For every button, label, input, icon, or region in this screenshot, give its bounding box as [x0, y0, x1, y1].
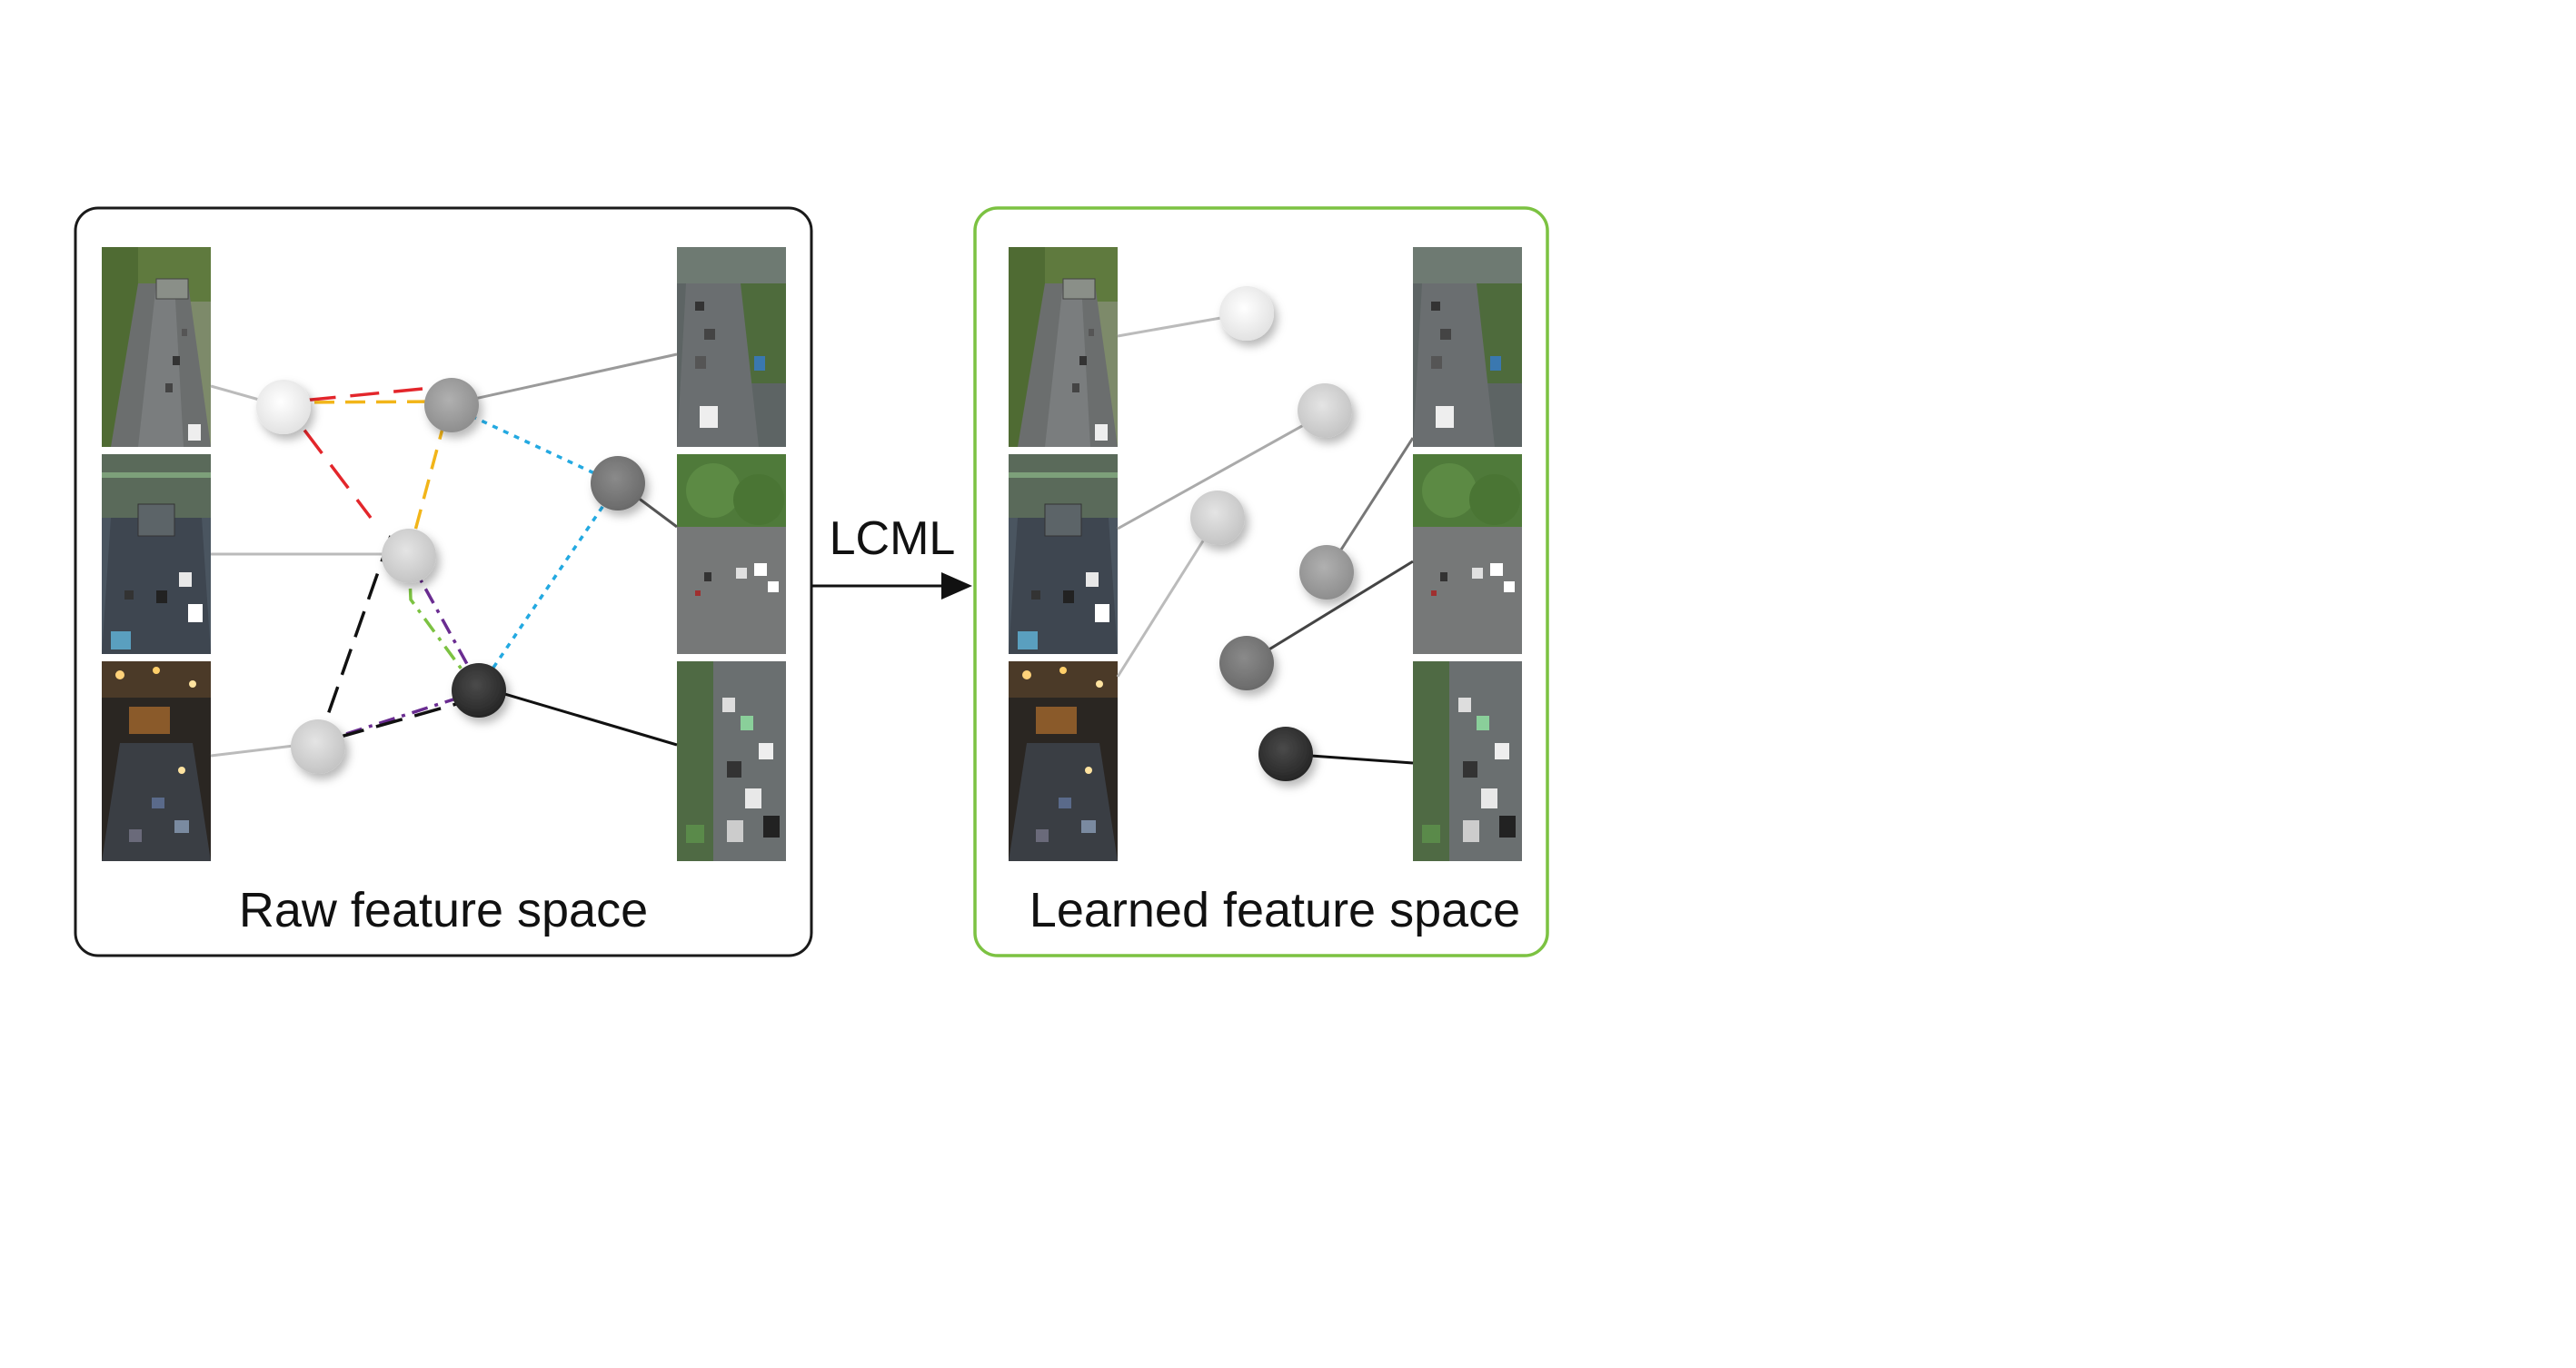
- learned-left-image-1: [1009, 247, 1118, 447]
- purple-dashdot-relation: [317, 558, 484, 745]
- learned-panel-border: [973, 206, 1549, 957]
- learned-left-image-2: [1009, 454, 1118, 654]
- raw-right-image-3: [677, 661, 786, 861]
- learned-right-image-3: [1413, 661, 1522, 861]
- learned-node-light-2: [1190, 491, 1245, 545]
- raw-node-white: [256, 380, 311, 434]
- learned-panel-title: Learned feature space: [1029, 883, 1520, 937]
- learned-right-image-2: [1413, 454, 1522, 654]
- raw-right-image-1: [677, 247, 786, 447]
- lcml-arrow: LCML: [811, 512, 972, 600]
- raw-node-black: [452, 663, 506, 718]
- yellow-dash-relation: [283, 400, 453, 555]
- learned-node-dark: [1219, 636, 1274, 690]
- learned-node-black: [1258, 727, 1313, 781]
- raw-feature-space-panel: Raw feature space: [74, 206, 813, 957]
- learned-node-light-1: [1298, 383, 1352, 438]
- raw-left-image-2: [102, 454, 211, 654]
- raw-link-right1: [449, 352, 678, 406]
- learned-node-white: [1219, 286, 1274, 341]
- learned-feature-space-panel: Learned feature space: [973, 206, 1549, 957]
- learned-link-2: [1117, 411, 1326, 530]
- raw-node-light: [382, 529, 436, 583]
- learned-left-image-3-night: [1009, 661, 1118, 861]
- learned-right-image-1: [1413, 247, 1522, 447]
- raw-link-right3: [476, 684, 678, 747]
- cyan-dot-relation: [449, 404, 621, 691]
- raw-node-mid: [424, 378, 479, 432]
- raw-node-light-2: [291, 719, 345, 774]
- raw-panel-border: [74, 206, 813, 957]
- raw-panel-title: Raw feature space: [239, 883, 648, 937]
- raw-left-image-3-night: [102, 661, 211, 861]
- raw-right-image-2: [677, 454, 786, 654]
- learned-link-3: [1116, 517, 1219, 678]
- arrow-label: LCML: [830, 512, 956, 565]
- learned-node-mid: [1299, 545, 1354, 600]
- arrow-head: [941, 572, 972, 600]
- raw-left-image-1: [102, 247, 211, 447]
- raw-node-dark: [591, 456, 645, 511]
- learned-link-5: [1246, 560, 1414, 665]
